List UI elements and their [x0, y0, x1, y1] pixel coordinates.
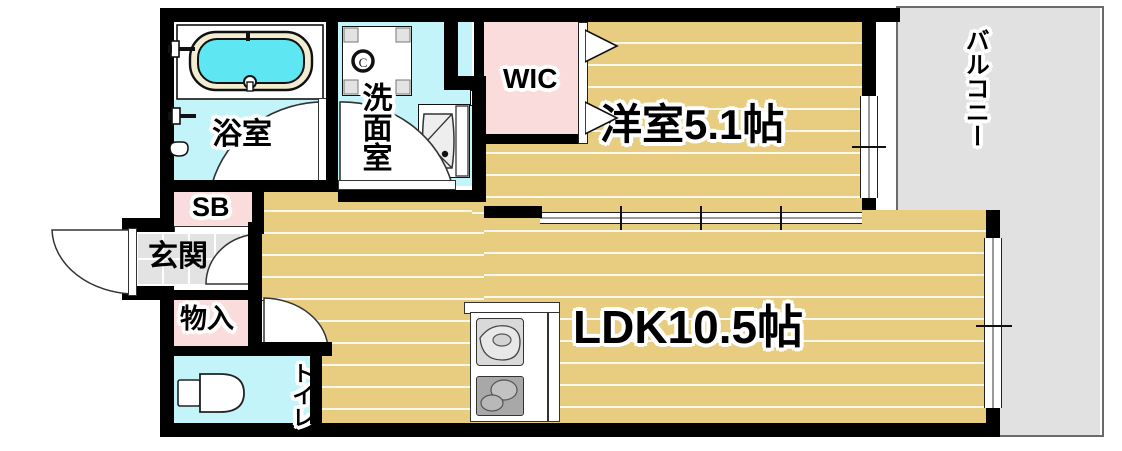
washer-pan-icon: C — [343, 27, 411, 95]
wall-bath-bottom — [174, 180, 338, 192]
washroom-door-arc[interactable] — [338, 100, 454, 186]
kitchen-side-panel — [548, 312, 560, 422]
label-washroom: 洗面室 — [355, 80, 393, 175]
bathtub-icon — [176, 24, 324, 100]
wall-exterior-top — [160, 8, 900, 22]
slide-door-mullion-1 — [620, 206, 622, 230]
wall-toilet-left — [160, 352, 174, 424]
label-bath: 浴室 — [210, 117, 275, 152]
wall-wic-bottom — [484, 134, 584, 144]
wic-door-chevron-icon — [585, 29, 619, 135]
wall-toilet-right — [310, 352, 322, 424]
wall-hall-vert-stub — [248, 222, 262, 352]
wic-door-track[interactable] — [578, 22, 588, 144]
toilet-bowl-icon — [177, 373, 245, 413]
kitchen-stove-burners-icon — [480, 379, 518, 412]
room-closet-floor — [174, 298, 260, 346]
wall-exterior-left-upper — [160, 8, 174, 208]
bath-door-arc[interactable] — [210, 100, 330, 186]
label-shoebox: SB — [190, 191, 232, 223]
label-entrance: 玄関 — [148, 240, 208, 273]
ldk-window-tick — [976, 325, 1012, 327]
wall-washroom-right-upper — [444, 22, 458, 88]
bedroom-window-tick — [852, 146, 886, 148]
wall-bedroom-ldk-stub — [484, 206, 542, 218]
label-balcony: バルコニー — [959, 26, 991, 151]
wall-exterior-right-bedroom — [862, 8, 876, 98]
washroom-door-panel[interactable] — [338, 180, 456, 190]
slide-door-mullion-3 — [780, 206, 782, 230]
kitchen-sink-basin-icon — [479, 325, 521, 361]
label-wic: WIC — [500, 62, 559, 95]
entrance-door-panel[interactable] — [128, 228, 137, 296]
bath-faucet-icon — [168, 40, 195, 58]
wall-washroom-bottom — [338, 190, 486, 202]
wall-hall-stub-right — [260, 342, 332, 354]
room-shoebox-floor — [174, 192, 260, 228]
ldk-balcony-window[interactable] — [984, 238, 1002, 408]
label-bedroom: 洋室5.1帖 — [597, 101, 786, 148]
label-ldk: LDK10.5帖 — [570, 301, 805, 353]
slide-door-mullion-2 — [700, 206, 702, 230]
wall-left-sb-strip — [160, 190, 174, 230]
bath-sink-icon — [168, 107, 196, 157]
wall-bath-right — [326, 22, 338, 186]
room-wic-floor — [484, 22, 582, 142]
wall-exterior-bottom — [160, 423, 1000, 437]
wall-washroom-right-lower — [472, 76, 486, 192]
label-closet: 物入 — [178, 303, 237, 335]
svg-text:C: C — [359, 55, 368, 70]
wall-closet-top — [174, 290, 262, 300]
entrance-door-arc[interactable] — [50, 228, 136, 296]
